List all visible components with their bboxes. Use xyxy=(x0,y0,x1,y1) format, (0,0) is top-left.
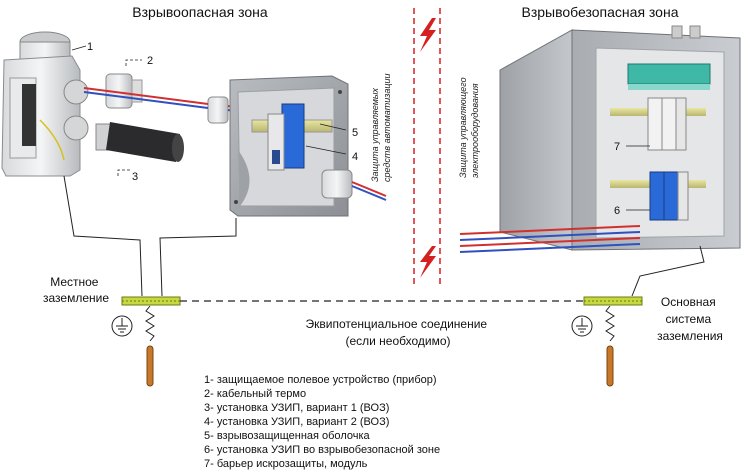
barrier-caption-right: Защита управляющего электрооборудования xyxy=(458,75,480,178)
control-cabinet xyxy=(499,25,741,251)
main-ground-label: Основная система заземления xyxy=(657,295,723,343)
legend-item: 1- защищаемое полевое устройство (прибор… xyxy=(204,374,437,386)
ground-symbol-icon xyxy=(571,315,593,337)
legend-item: 7- барьер искрозащиты, модуль xyxy=(204,458,368,470)
legend-item: 6- установка УЗИП во взрывобезопасной зо… xyxy=(204,444,440,456)
explosion-proof-enclosure xyxy=(229,75,387,217)
ground-rod-left xyxy=(145,305,155,387)
legend-item: 5- взрывозащищенная оболочка xyxy=(204,430,371,442)
local-ground-label: Местное заземление xyxy=(43,275,109,305)
hazardous-zone-title: Взрывоопасная зона xyxy=(132,4,268,20)
local-ground-bar xyxy=(121,296,181,306)
legend: 1- защищаемое полевое устройство (прибор… xyxy=(204,374,440,470)
intrinsic-safety-barrier xyxy=(647,97,687,151)
spd-variant-2-module xyxy=(267,103,305,171)
zone-barrier xyxy=(413,8,441,288)
cabinet-door xyxy=(499,29,573,251)
callout-2: 2 xyxy=(147,55,153,67)
field-device xyxy=(1,31,89,177)
ground-wires xyxy=(63,175,705,297)
legend-item: 2- кабельный термо xyxy=(204,388,306,400)
legend-item: 4- установка УЗИП, вариант 2 (ВОЗ) xyxy=(204,416,389,428)
callout-1: 1 xyxy=(87,41,93,53)
callout-4: 4 xyxy=(352,151,358,163)
spd-safe-zone-module xyxy=(649,171,689,221)
ground-rod-right xyxy=(605,305,615,387)
safe-zone-title: Взрывобезопасная зона xyxy=(522,4,679,20)
lightning-icon xyxy=(420,18,436,52)
callout-3: 3 xyxy=(132,171,138,183)
callout-7: 7 xyxy=(614,141,620,153)
main-ground-bar xyxy=(583,296,643,306)
barrier-caption-left: Защита управляемых средств автоматизации xyxy=(370,73,392,182)
cabinet-wires xyxy=(459,225,641,253)
equipotential-label: Эквипотенциальное соединение (если необх… xyxy=(306,317,491,348)
ground-symbol-icon xyxy=(111,315,133,337)
lightning-icon xyxy=(420,246,436,278)
callouts: 1 2 3 4 5 6 7 xyxy=(71,41,650,217)
callout-6: 6 xyxy=(614,205,620,217)
spd-variant-1 xyxy=(95,122,184,162)
callout-5: 5 xyxy=(352,127,358,139)
legend-item: 3- установка УЗИП, вариант 1 (ВОЗ) xyxy=(204,402,389,414)
